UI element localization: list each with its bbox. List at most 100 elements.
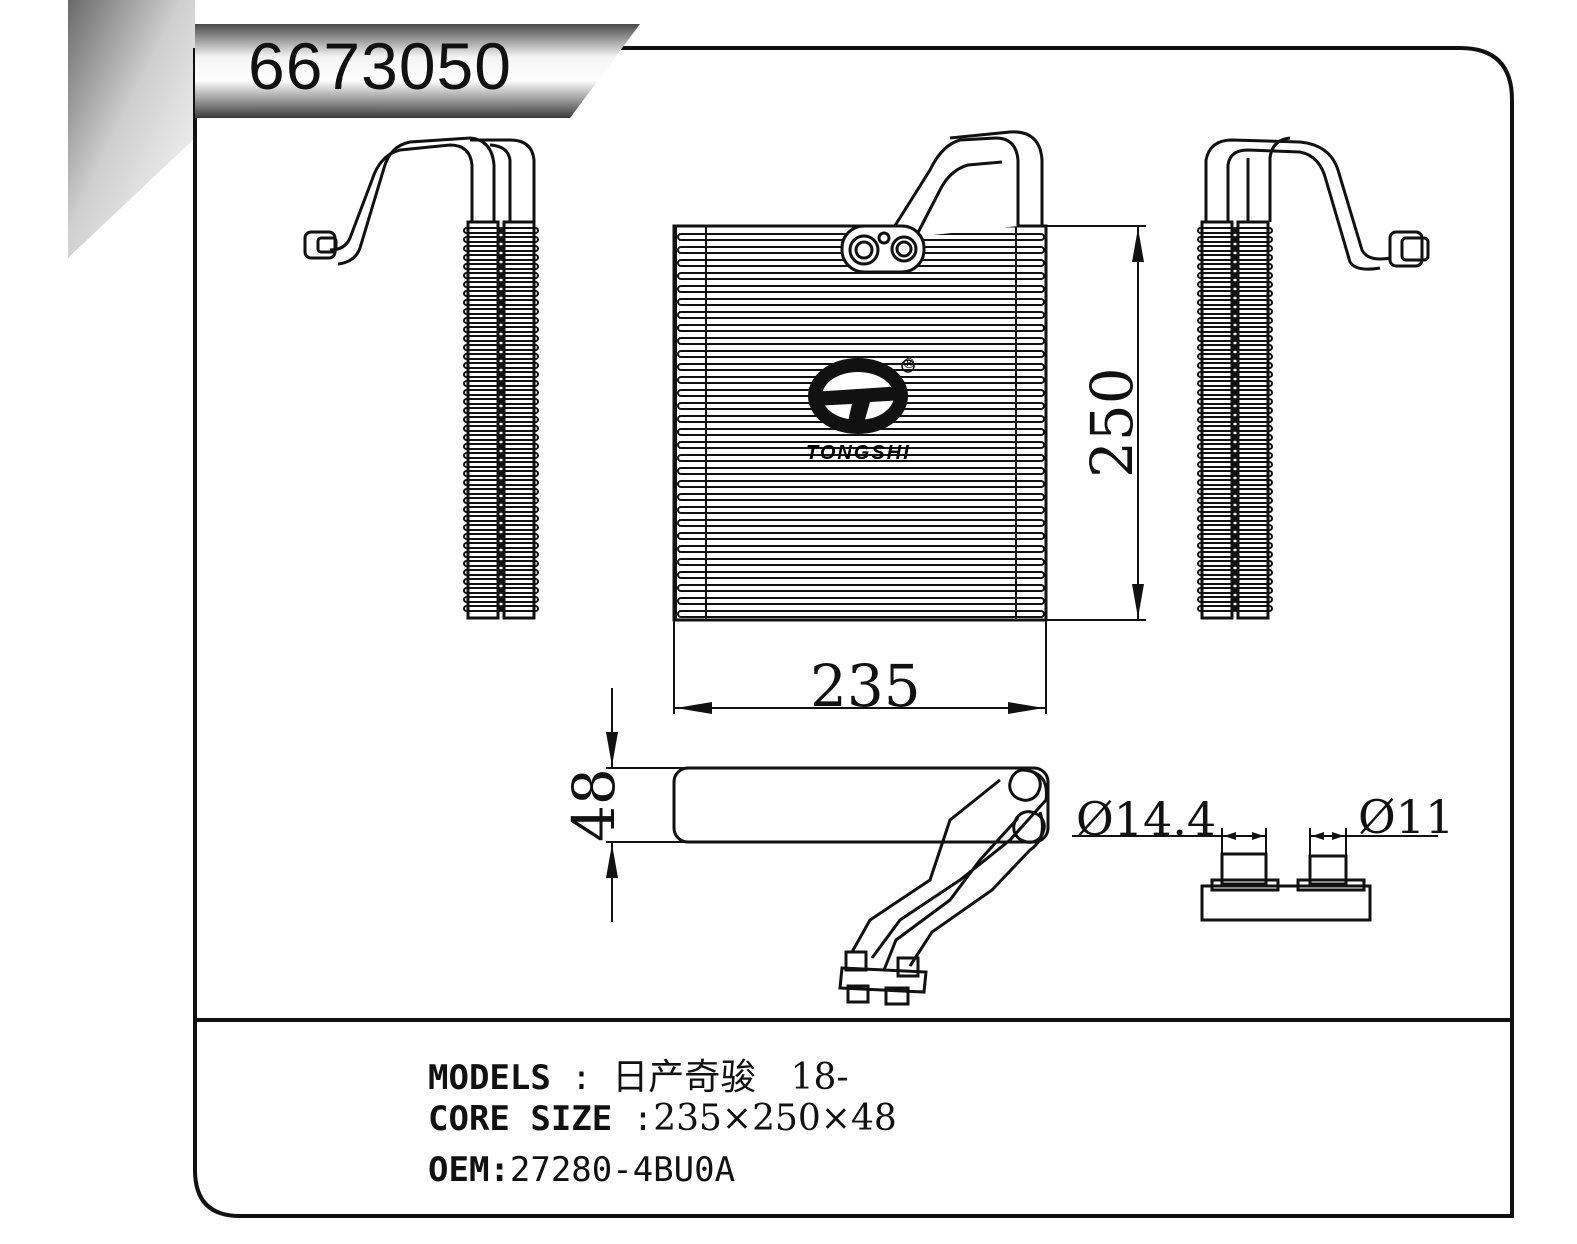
fin [1233, 344, 1273, 351]
fin [1233, 425, 1273, 432]
fin [1197, 578, 1237, 585]
fin [499, 254, 539, 261]
fin [1233, 488, 1273, 495]
fin [1233, 308, 1273, 315]
fin [499, 407, 539, 414]
fin [463, 506, 503, 513]
core-tube [677, 337, 1045, 345]
fin [1197, 596, 1237, 603]
fin [1197, 407, 1237, 414]
fin [1197, 587, 1237, 594]
fin [463, 407, 503, 414]
fin [1197, 254, 1237, 261]
models-row: MODELS : 日产奇骏 18- [428, 1048, 849, 1100]
fin [499, 290, 539, 297]
core-tube [677, 597, 1045, 605]
fin [463, 587, 503, 594]
fin [1233, 443, 1273, 450]
part-number-banner [195, 24, 640, 118]
fin [1197, 479, 1237, 486]
fin [1197, 317, 1237, 324]
fin [463, 470, 503, 477]
fin [463, 479, 503, 486]
fin [463, 398, 503, 405]
fin [1233, 254, 1273, 261]
fin [1197, 434, 1237, 441]
fin [499, 497, 539, 504]
fin [1233, 416, 1273, 423]
fin [499, 326, 539, 333]
fin [1233, 569, 1273, 576]
fin [463, 353, 503, 360]
fin [1197, 281, 1237, 288]
fin [1197, 506, 1237, 513]
fin [1233, 407, 1273, 414]
fin [499, 605, 539, 612]
fin [463, 542, 503, 549]
core-size-row: CORE SIZE :235×250×48 [428, 1098, 897, 1139]
fin [463, 236, 503, 243]
core-size-separator: : [612, 1099, 654, 1139]
fin [1197, 560, 1237, 567]
fin [463, 569, 503, 576]
fin [499, 245, 539, 252]
fin [463, 452, 503, 459]
left-side-view [303, 136, 539, 620]
fin [463, 515, 503, 522]
fin [499, 344, 539, 351]
fin [499, 425, 539, 432]
fin [499, 308, 539, 315]
fin [499, 596, 539, 603]
core-tube [677, 441, 1045, 449]
core-tube [677, 519, 1045, 527]
registered-mark: ® [902, 356, 916, 372]
fin [463, 263, 503, 270]
oem-value: 27280-4BU0A [509, 1150, 736, 1190]
fin [1233, 587, 1273, 594]
brand-logo-text: TONGSHI [806, 442, 911, 464]
core-tube [677, 467, 1045, 475]
fin [463, 596, 503, 603]
fin [1197, 551, 1237, 558]
right-side-view [1197, 136, 1430, 620]
models-separator: : [550, 1058, 613, 1098]
fin [1197, 515, 1237, 522]
fin [499, 488, 539, 495]
fin [463, 299, 503, 306]
fin [1233, 578, 1273, 585]
fin [463, 281, 503, 288]
fin [499, 443, 539, 450]
fin [463, 371, 503, 378]
fin [1197, 299, 1237, 306]
fin [1233, 389, 1273, 396]
fin [1197, 344, 1237, 351]
fin [1233, 362, 1273, 369]
fin [1197, 488, 1237, 495]
fin [1233, 281, 1273, 288]
fin [1233, 245, 1273, 252]
fin [1233, 605, 1273, 612]
fin [1197, 227, 1237, 234]
fin [1197, 398, 1237, 405]
fin [1197, 353, 1237, 360]
fin [499, 416, 539, 423]
fin [1197, 470, 1237, 477]
fin [1233, 470, 1273, 477]
fin [463, 380, 503, 387]
fin [463, 317, 503, 324]
fin [499, 389, 539, 396]
fin [499, 452, 539, 459]
core-tube [677, 298, 1045, 306]
fin [499, 542, 539, 549]
fin [499, 398, 539, 405]
fin [463, 425, 503, 432]
fin [463, 443, 503, 450]
fin [463, 434, 503, 441]
fin [463, 362, 503, 369]
fin [463, 551, 503, 558]
core-tube [677, 272, 1045, 280]
fin [499, 371, 539, 378]
fin [499, 578, 539, 585]
fin [1233, 551, 1273, 558]
